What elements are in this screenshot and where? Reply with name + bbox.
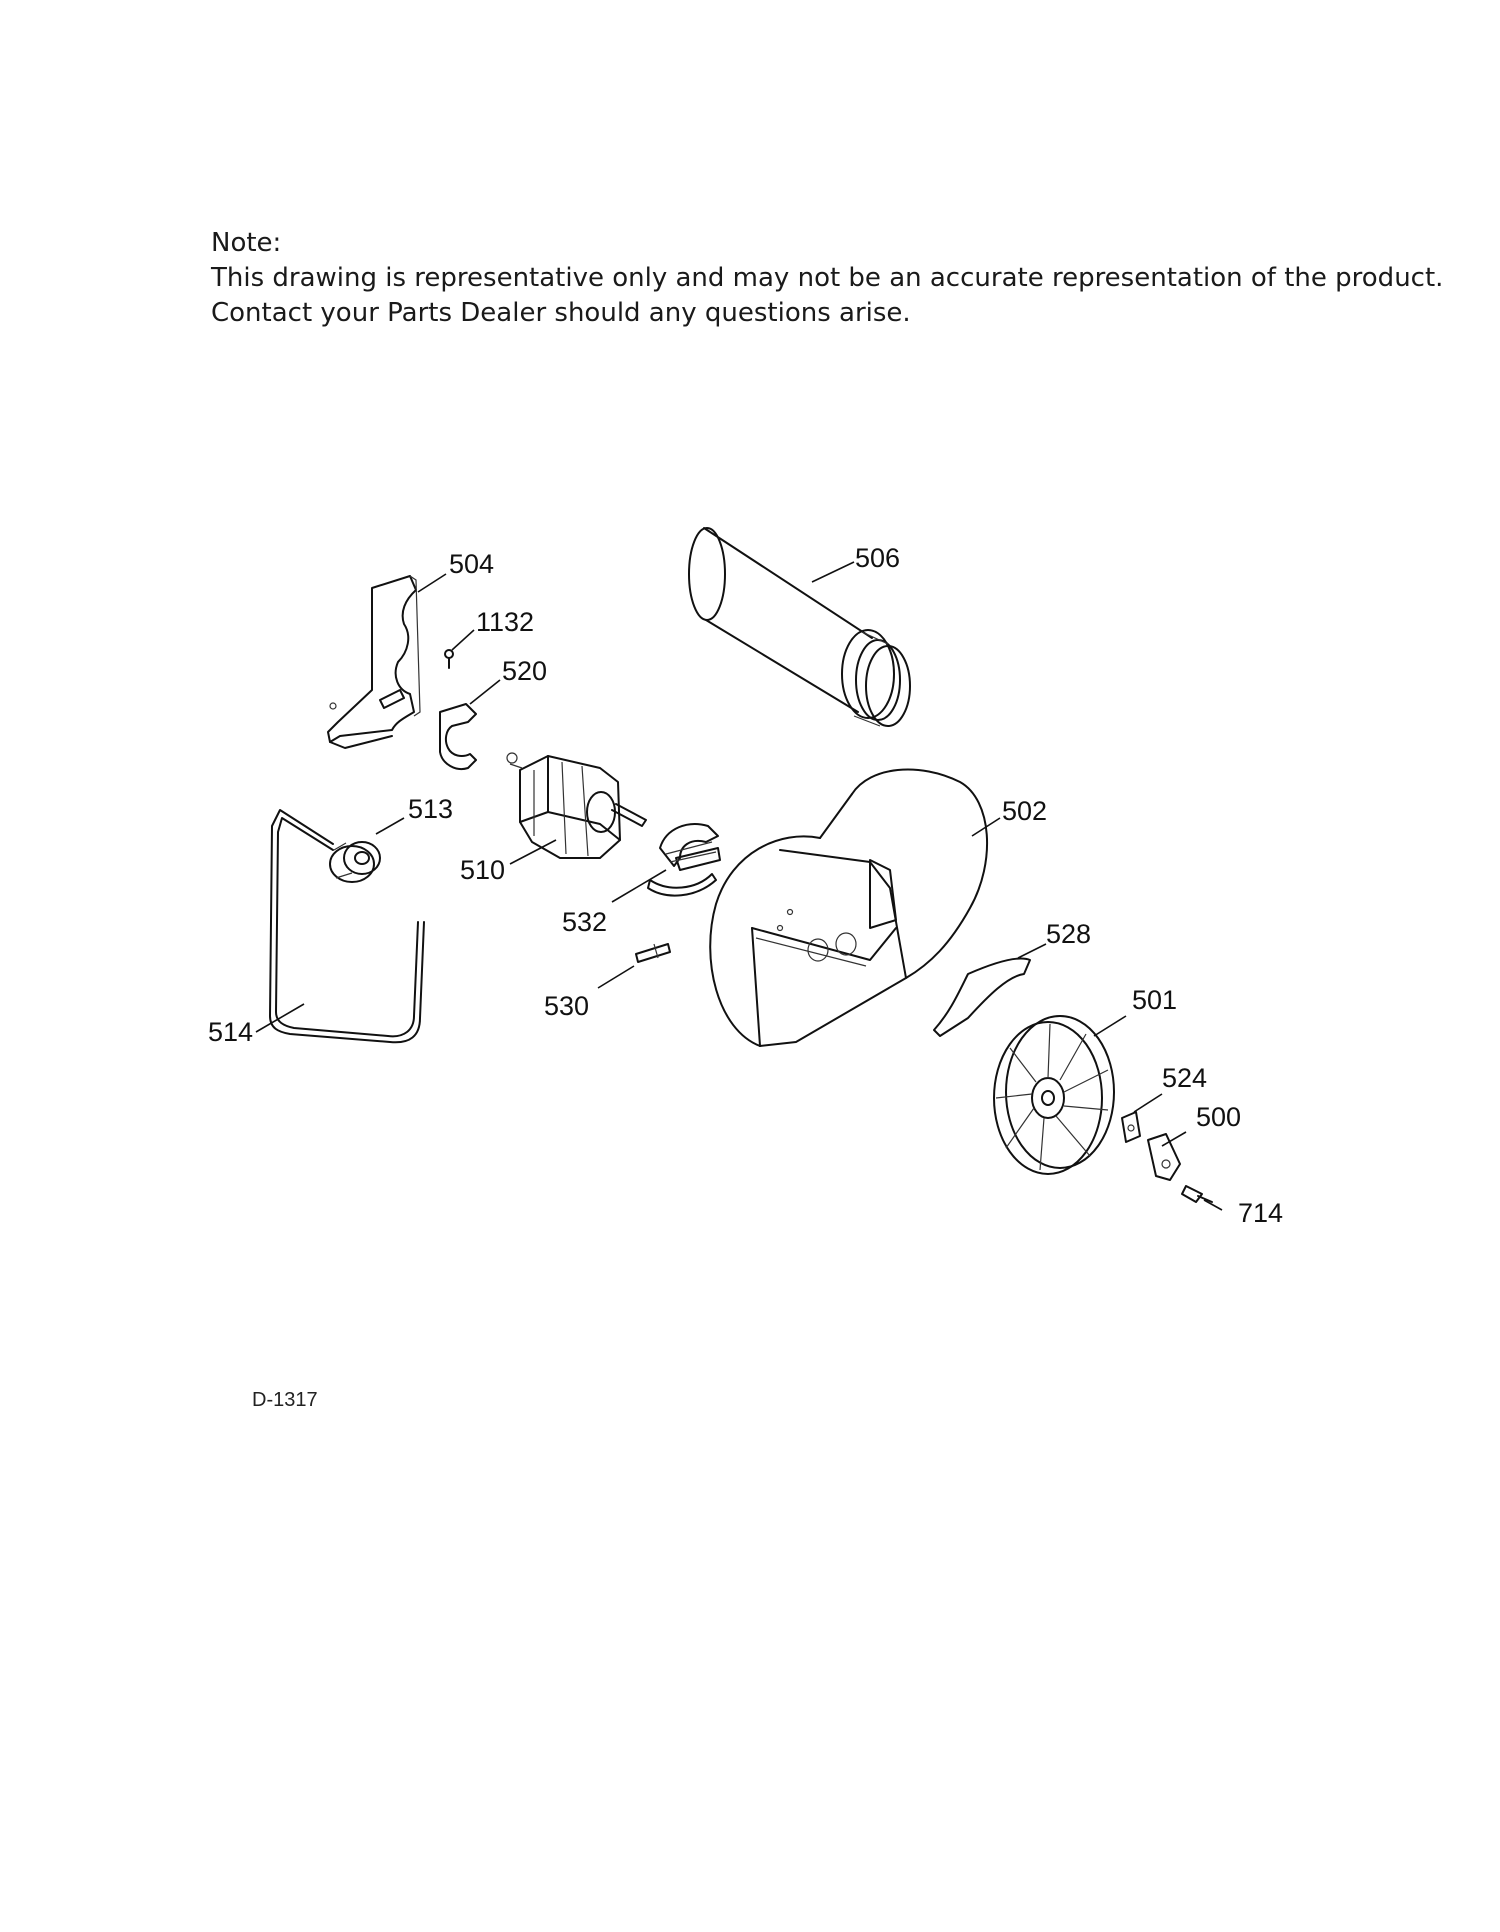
callout-532: 532 — [562, 907, 607, 937]
note-heading: Note: — [211, 228, 282, 258]
note-line-2: Contact your Parts Dealer should any que… — [211, 298, 911, 328]
part-530-bracket — [635, 943, 671, 963]
callout-513: 513 — [408, 794, 453, 824]
callout-530: 530 — [544, 991, 589, 1021]
part-510-drive-motor — [506, 752, 647, 859]
part-528-seal — [933, 957, 1031, 1037]
callout-labels: 504 1132 520 506 513 510 502 532 530 528… — [208, 543, 1283, 1228]
callout-510: 510 — [460, 855, 505, 885]
note-block: Note: This drawing is representative onl… — [211, 226, 1443, 331]
callout-1132: 1132 — [476, 607, 534, 637]
callout-520: 520 — [502, 656, 547, 686]
callout-524: 524 — [1162, 1063, 1207, 1093]
part-500-plate — [1147, 1133, 1181, 1181]
callout-500: 500 — [1196, 1102, 1241, 1132]
part-501-blower-wheel — [993, 1015, 1115, 1175]
part-502-blower-housing — [709, 768, 989, 1047]
part-506-duct — [688, 527, 911, 727]
callout-714: 714 — [1238, 1198, 1283, 1228]
note-line-1: This drawing is representative only and … — [211, 263, 1444, 293]
leader-lines — [255, 561, 1223, 1211]
callout-506: 506 — [855, 543, 900, 573]
callout-504: 504 — [449, 549, 494, 579]
callout-528: 528 — [1046, 919, 1091, 949]
part-520-clip — [439, 703, 477, 770]
part-524-washer — [1121, 1111, 1141, 1143]
callout-514: 514 — [208, 1017, 253, 1047]
part-532-clamp — [647, 823, 721, 897]
callout-501: 501 — [1132, 985, 1177, 1015]
callout-502: 502 — [1002, 796, 1047, 826]
diagram-code: D-1317 — [252, 1389, 318, 1411]
part-514-belt — [269, 809, 425, 1044]
part-504-bracket — [327, 575, 421, 749]
part-513-idler-pulley — [329, 841, 381, 883]
part-1132-screw — [444, 649, 454, 669]
part-714-screw — [1181, 1185, 1213, 1203]
